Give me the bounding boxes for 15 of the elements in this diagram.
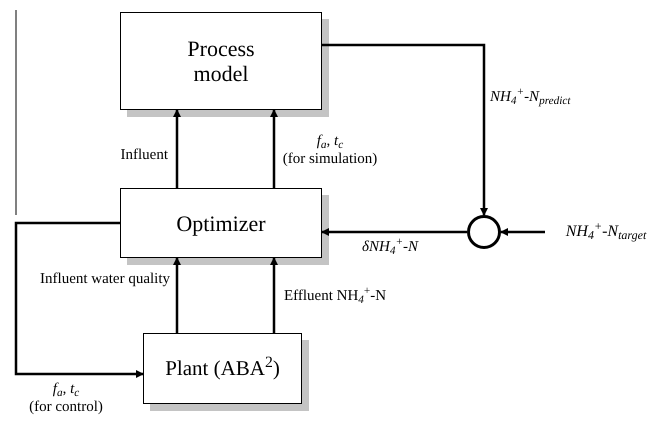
- arrow: [321, 228, 467, 236]
- edge-label: f$_{a}$, t$_{c}$ (for control): [29, 380, 103, 416]
- edge-label: Influent water quality: [40, 270, 170, 288]
- edge-label: NH$_{4}$$^{+}$-N$_{predict}$: [490, 88, 571, 106]
- arrow: [500, 228, 545, 236]
- edge-label: Effluent NH$_{4}$$^{+}$-N: [284, 287, 386, 305]
- edge-label: δNH$_{4}$$^{+}$-N: [362, 238, 418, 256]
- edge-label: f$_{a}$, t$_{c}$ (for simulation): [282, 132, 378, 168]
- input-label: NH$_{4}$$^{+}$-N$_{target}$: [545, 220, 667, 244]
- arrow: [14, 222, 144, 378]
- arrow: [173, 109, 181, 188]
- arrow: [270, 109, 278, 188]
- arrow: [322, 44, 488, 216]
- arrow: [173, 257, 181, 333]
- arrow: [270, 257, 278, 333]
